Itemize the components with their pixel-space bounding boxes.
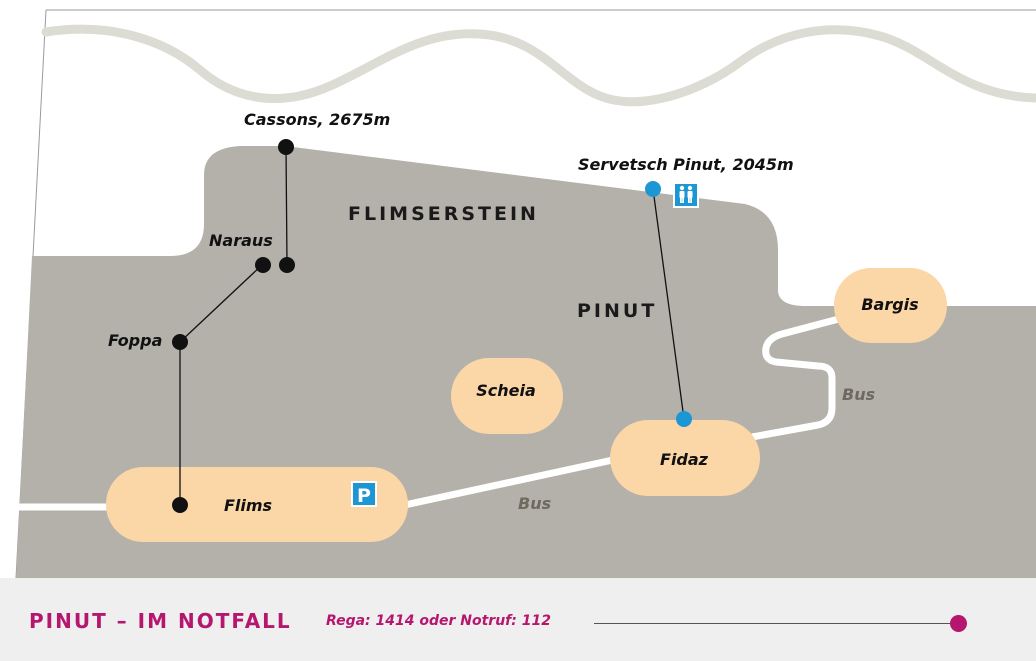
restroom-icon (673, 182, 699, 208)
village-flims[interactable] (106, 467, 408, 542)
station-label-foppa: Foppa (108, 331, 163, 350)
station-label-servetsch: Servetsch Pinut, 2045m (578, 155, 794, 174)
trail-servetsch-fidaz (652, 188, 685, 420)
bus-label-fidaz-bargis: Bus (842, 385, 876, 404)
station-naraus-dot-2[interactable] (279, 257, 295, 273)
station-naraus-dot-1[interactable] (255, 257, 271, 273)
ropeway-naraus-foppa (179, 264, 263, 343)
station-servetsch-dot[interactable] (645, 181, 661, 197)
road-flims-fidaz (399, 454, 623, 510)
region-label-flimserstein: FLIMSERSTEIN (348, 203, 539, 225)
footer-title: PINUT – IM NOTFALL (29, 609, 292, 633)
village-label-fidaz: Fidaz (660, 450, 708, 469)
footer-dot-icon (950, 615, 967, 632)
village-scheia[interactable] (451, 358, 563, 434)
ropeway-cassons-naraus (285, 146, 288, 266)
footer-divider-line (594, 623, 958, 624)
station-fidaz-dot[interactable] (676, 411, 692, 427)
region-label-pinut: PINUT (577, 300, 658, 322)
station-cassons-dot[interactable] (278, 139, 294, 155)
footer-bar (0, 578, 1036, 661)
village-bargis[interactable] (834, 268, 947, 343)
footer-emergency-numbers: Rega: 1414 oder Notruf: 112 (326, 613, 551, 629)
station-label-naraus: Naraus (209, 231, 273, 250)
bus-label-flims-fidaz: Bus (518, 494, 552, 513)
river-wave (41, 24, 1036, 107)
village-fidaz[interactable] (610, 420, 760, 496)
station-label-cassons: Cassons, 2675m (244, 110, 391, 129)
parking-icon: P (351, 481, 377, 507)
village-label-bargis: Bargis (861, 295, 919, 314)
road-fidaz-bargis (751, 312, 851, 441)
station-foppa-dot[interactable] (172, 334, 188, 350)
station-flims-dot[interactable] (172, 497, 188, 513)
village-label-flims: Flims (223, 496, 273, 515)
village-label-scheia: Scheia (476, 381, 536, 400)
